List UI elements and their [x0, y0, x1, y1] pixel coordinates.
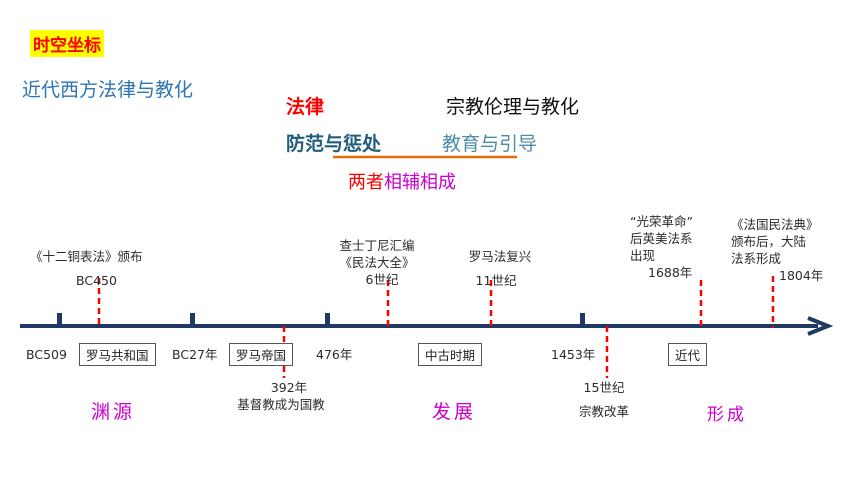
event-date: 11世纪: [475, 273, 517, 288]
period-middle-ages: 中古时期: [418, 343, 483, 366]
concept-prevent: 防范与惩处: [286, 133, 382, 155]
event-desc-1: 查士丁尼汇编: [339, 238, 415, 253]
event-desc-2: 后英美法系: [630, 231, 693, 246]
date-bc509: BC509: [26, 347, 67, 362]
concept-combine: 两者相辅相成: [348, 168, 456, 194]
event-roman-revival: 罗马法复兴 11世纪: [469, 248, 532, 289]
event-justinian: 查士丁尼汇编 《民法大全》 6世纪: [339, 237, 414, 288]
event-twelve-tables: 《十二铜表法》颁布 BC450: [30, 248, 143, 289]
event-desc-2: 颁布后，大陆: [731, 234, 807, 249]
tick-bc27: [190, 313, 195, 326]
event-date: 1688年: [648, 265, 693, 280]
event-date: BC450: [76, 273, 117, 288]
concept-religion: 宗教伦理与教化: [446, 96, 580, 118]
stage-origin: 渊源: [91, 401, 136, 423]
section-tag: 时空坐标: [30, 30, 104, 57]
period-roman-empire: 罗马帝国: [229, 343, 294, 366]
tick-bc509: [57, 313, 62, 326]
event-desc: 《十二铜表法》颁布: [30, 249, 143, 264]
tick-1453: [580, 313, 585, 326]
event-desc-2: 《民法大全》: [339, 255, 415, 270]
event-glorious-revolution: “光荣革命” 后英美法系 出现 1688年: [630, 213, 693, 281]
event-desc-3: 出现: [630, 248, 656, 263]
event-christianity: 392年 基督教成为国教: [237, 379, 325, 413]
event-napoleonic-code: 《法国民法典》 颁布后，大陆 法系形成 1804年: [731, 216, 823, 284]
period-modern: 近代: [668, 343, 708, 366]
page-subtitle: 近代西方法律与教化: [22, 79, 194, 101]
event-date: 392年: [270, 380, 308, 395]
event-desc-1: 《法国民法典》: [731, 217, 819, 232]
event-desc: 宗教改革: [578, 404, 630, 419]
date-1453: 1453年: [551, 347, 596, 362]
event-desc: 罗马法复兴: [468, 249, 532, 264]
date-bc27: BC27年: [172, 347, 218, 362]
event-date: 1804年: [779, 268, 824, 283]
event-date: 15世纪: [583, 380, 625, 395]
concept-combine-a: 两者: [348, 172, 384, 193]
event-desc-3: 法系形成: [731, 251, 782, 266]
event-desc: 基督教成为国教: [237, 397, 325, 412]
event-date: 6世纪: [365, 272, 399, 287]
concept-combine-b: 相辅相成: [384, 172, 456, 193]
event-desc-1: “光荣革命”: [630, 214, 693, 229]
stage-formation: 形成: [707, 405, 747, 425]
concept-educate: 教育与引导: [442, 133, 538, 155]
event-reformation: 15世纪 宗教改革: [579, 379, 629, 420]
stage-development: 发展: [432, 401, 477, 423]
date-476: 476年: [316, 347, 353, 362]
tick-476: [325, 313, 330, 326]
period-roman-republic: 罗马共和国: [79, 343, 156, 366]
timeline-arrowhead: [807, 316, 834, 336]
concept-law: 法律: [286, 96, 325, 118]
